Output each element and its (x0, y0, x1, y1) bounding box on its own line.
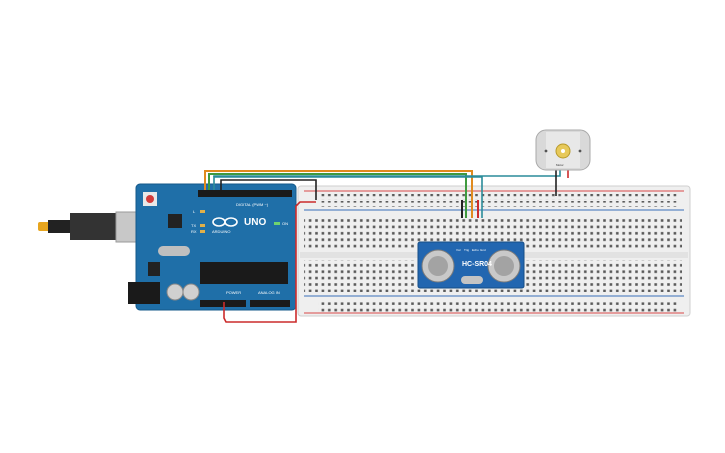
motor-label: Motor (556, 163, 564, 167)
led-rx (200, 230, 205, 233)
arduino-uno-board[interactable]: UNO ARDUINO DIGITAL (PWM ~) POWER ANALOG… (128, 183, 297, 311)
power-header-label: POWER (226, 290, 241, 295)
digital-header[interactable] (198, 190, 292, 197)
top-rail-holes-2[interactable] (318, 201, 678, 207)
atmega-chip (200, 262, 288, 284)
board-model-label: UNO (244, 217, 266, 228)
wire-green[interactable] (208, 173, 467, 218)
led-rx-label: RX (191, 229, 197, 234)
led-on-label: ON (282, 221, 288, 226)
power-header[interactable] (200, 300, 246, 307)
reset-button-icon[interactable] (143, 192, 157, 206)
usb-chip (168, 214, 182, 228)
transducer-left (421, 249, 455, 283)
infinity-logo-icon (212, 217, 238, 227)
wire-black-gnd[interactable] (220, 179, 317, 200)
sensor-crystal (461, 276, 483, 284)
sensor-pin-gnd: Gnd (480, 248, 486, 252)
sensor-pin-echo: Echo (472, 248, 479, 252)
hc-sr04-sensor[interactable]: HC-SR04 Vcc Trig Echo Gnd (417, 241, 525, 289)
top-rail-holes-1[interactable] (318, 194, 678, 200)
led-l-label: L (193, 209, 196, 214)
sensor-pin-vcc: Vcc (456, 248, 462, 252)
dc-motor[interactable]: Motor (535, 129, 591, 171)
capacitor-2 (182, 283, 200, 301)
capacitor-1 (166, 283, 184, 301)
analog-header-label: ANALOG IN (258, 290, 280, 295)
sensor-pin-trig: Trig (464, 248, 469, 252)
bottom-rail-holes-2[interactable] (318, 306, 678, 312)
wire-teal-to-board[interactable] (213, 176, 483, 218)
led-tx-label: TX (191, 223, 196, 228)
led-on (274, 222, 280, 225)
voltage-regulator (148, 262, 160, 276)
led-l (200, 210, 205, 213)
power-jack[interactable] (128, 282, 160, 304)
bottom-rail-holes-1[interactable] (318, 299, 678, 305)
led-tx (200, 224, 205, 227)
analog-header[interactable] (250, 300, 290, 307)
sensor-model-label: HC-SR04 (462, 261, 492, 268)
crystal-oscillator (158, 246, 190, 256)
transducer-right (487, 249, 521, 283)
board-brand-label: ARDUINO (212, 229, 230, 234)
wire-orange[interactable] (204, 170, 473, 218)
digital-header-label: DIGITAL (PWM ~) (236, 202, 269, 207)
wire-teal-to-motor[interactable] (213, 168, 561, 177)
wire-red-power[interactable] (223, 201, 316, 323)
